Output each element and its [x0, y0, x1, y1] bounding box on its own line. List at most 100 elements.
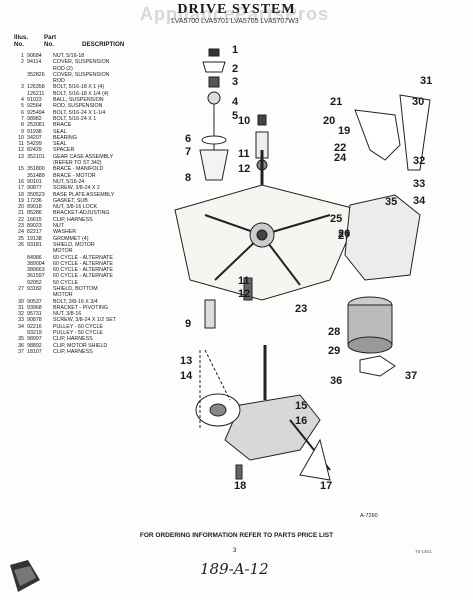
illus-number: 4 [21, 97, 24, 104]
part-number: 93219 [27, 330, 42, 337]
part-number: 253081 [27, 122, 45, 129]
part-description: SHIELD, MOTOR [53, 241, 95, 248]
callout-30: 30 [412, 96, 425, 108]
illus-number: 9 [21, 128, 24, 135]
part-number: 925494 [27, 109, 45, 116]
part-number: 93968 [27, 304, 42, 311]
part-description: NUT [53, 223, 64, 230]
part-description: BRACE [53, 122, 72, 129]
part-description: 60 CYCLE - ALTERNATE [53, 260, 113, 267]
part-description: COVER, SUSPENSION [53, 59, 110, 66]
callout-35: 35 [385, 196, 398, 208]
ordering-note: FOR ORDERING INFORMATION REFER TO PARTS … [139, 532, 334, 539]
callout-23: 23 [295, 303, 308, 315]
illus-number: 32 [18, 311, 24, 318]
part-number: 84986 [27, 254, 42, 261]
callout-12: 12 [238, 163, 251, 175]
part-description: ROD, SUSPENSION [53, 103, 103, 110]
page-title: DRIVE SYSTEM [177, 2, 296, 17]
callout-37: 37 [405, 370, 418, 382]
callout-20: 20 [323, 115, 336, 127]
part-number: 19138 [27, 235, 42, 242]
cover-part [202, 61, 226, 73]
callout-11: 11 [238, 148, 250, 160]
illus-number: 31 [18, 304, 24, 311]
bracket-adjusting [354, 109, 401, 161]
part-description: SEAL [53, 141, 67, 148]
part-description: BOLT, 5/16-18 x 1 (4) [53, 84, 105, 91]
callout-13: 13 [180, 355, 193, 367]
callout-36: 36 [330, 375, 343, 387]
part-number: 352101 [27, 153, 45, 160]
part-number: 90878 [27, 317, 42, 324]
part-description: 60 CYCLE - ALTERNATE [53, 254, 113, 261]
part-description: BRACE - MOTOR [53, 172, 96, 179]
callout-6: 6 [185, 133, 192, 145]
callout-8: 8 [185, 172, 192, 184]
callout-26: 26 [338, 228, 351, 240]
part-description: 60 CYCLE - ALTERNATE [53, 267, 113, 274]
part-description: MOTOR [53, 292, 73, 299]
part-description: CLIP, HARNESS [53, 336, 93, 343]
part-number: 92052 [27, 279, 42, 286]
handwritten-note: 189-A-12 [200, 560, 269, 578]
part-number: 352826 [27, 71, 45, 78]
illus-number: 35 [18, 336, 24, 343]
parts-row: 380663 60 CYCLE - ALTERNATE [14, 267, 144, 273]
parts-row: (REFER TO ST 342) [14, 160, 144, 166]
callout-7: 7 [185, 146, 192, 158]
illus-number: 37 [18, 348, 24, 355]
callout-14: 14 [180, 370, 193, 382]
illus-number: 1 [21, 53, 24, 59]
part-number: 94114 [27, 59, 42, 66]
part-description: BOLT, 5/16-24 x 1 [53, 115, 97, 122]
part-description: BOLT, 5/16-24 x 1-1/4 [53, 109, 106, 116]
callout-10: 10 [238, 115, 251, 127]
part-number: 351489 [27, 172, 45, 179]
part-number: 92564 [27, 103, 42, 110]
part-number: 389004 [27, 260, 45, 267]
brace-part [199, 149, 229, 181]
callout-32: 32 [413, 155, 426, 167]
part-description: NUT, 3/8-16 LOCK [53, 204, 98, 211]
illus-number: 20 [18, 204, 24, 211]
callout-3: 3 [232, 76, 239, 88]
part-number: 90537 [27, 298, 42, 305]
callout-22: 22 [334, 142, 347, 154]
part-number: 17236 [27, 197, 42, 204]
part-description: CLIP, HARNESS [53, 348, 93, 355]
part-number: 98997 [27, 336, 42, 343]
part-description: MOTOR [53, 248, 73, 255]
gear-case [224, 394, 321, 461]
callout-29: 29 [328, 345, 341, 357]
illus-number: 27 [18, 285, 24, 292]
part-number: 380663 [27, 267, 45, 274]
part-number: 54299 [27, 141, 42, 148]
part-description: BASE PLATE ASSEMBLY [53, 191, 115, 198]
illus-number: 10 [18, 134, 24, 141]
illustration-code: A-7260 [360, 513, 378, 519]
illus-number: 7 [21, 115, 24, 122]
